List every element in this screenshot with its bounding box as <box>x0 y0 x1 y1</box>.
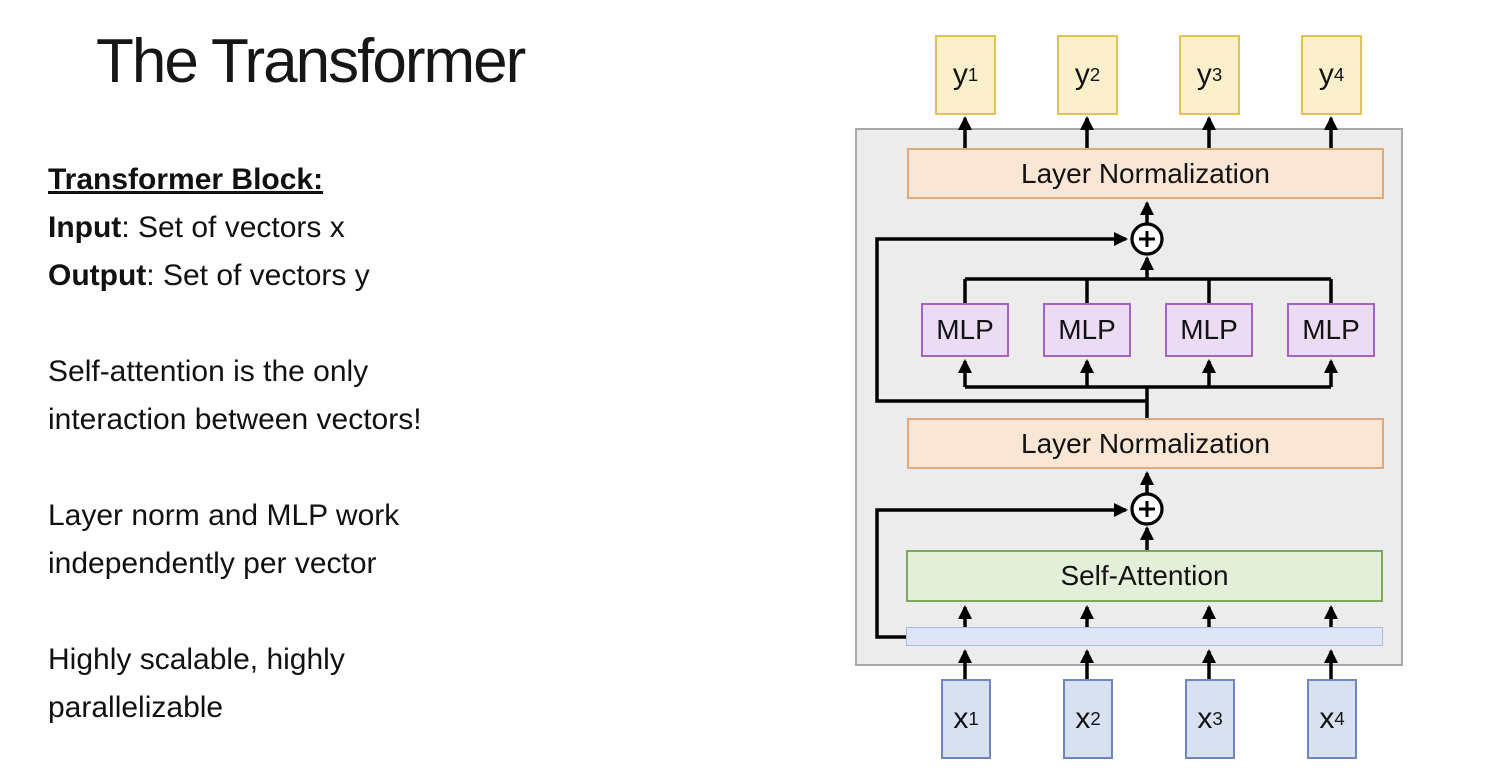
point-scalable: Highly scalable, highly parallelizable <box>48 643 345 724</box>
block-heading: Transformer Block: <box>48 163 324 196</box>
layer-norm-top-bar: Layer Normalization <box>907 148 1384 199</box>
add-icon <box>1130 222 1164 256</box>
mlp-box-2: MLP <box>1043 303 1131 357</box>
output-line: Output: Set of vectors y <box>48 259 370 292</box>
input-arrows <box>958 649 1338 679</box>
point-layer-norm: Layer norm and MLP work independently pe… <box>48 499 400 580</box>
mlp-box-4: MLP <box>1287 303 1375 357</box>
input-vector-bar <box>906 627 1383 646</box>
attention-input-arrows <box>958 605 1338 627</box>
transformer-block-notes: Transformer Block: Input: Set of vectors… <box>48 156 370 300</box>
mlp-residual-path <box>875 232 1149 419</box>
self-attention-bar: Self-Attention <box>906 550 1383 602</box>
layer-norm-mid-bar: Layer Normalization <box>907 418 1384 469</box>
mlp-box-1: MLP <box>921 303 1009 357</box>
point-self-attention: Self-attention is the only interaction b… <box>48 355 422 436</box>
page-title: The Transformer <box>96 27 526 96</box>
mlp-input-lines <box>958 359 1338 389</box>
mlp-output-lines <box>963 256 1333 303</box>
output-arrows <box>958 116 1338 148</box>
input-line: Input: Set of vectors x <box>48 211 345 244</box>
attention-residual-path <box>875 503 1128 639</box>
add-icon <box>1130 492 1164 526</box>
mlp-box-3: MLP <box>1165 303 1253 357</box>
